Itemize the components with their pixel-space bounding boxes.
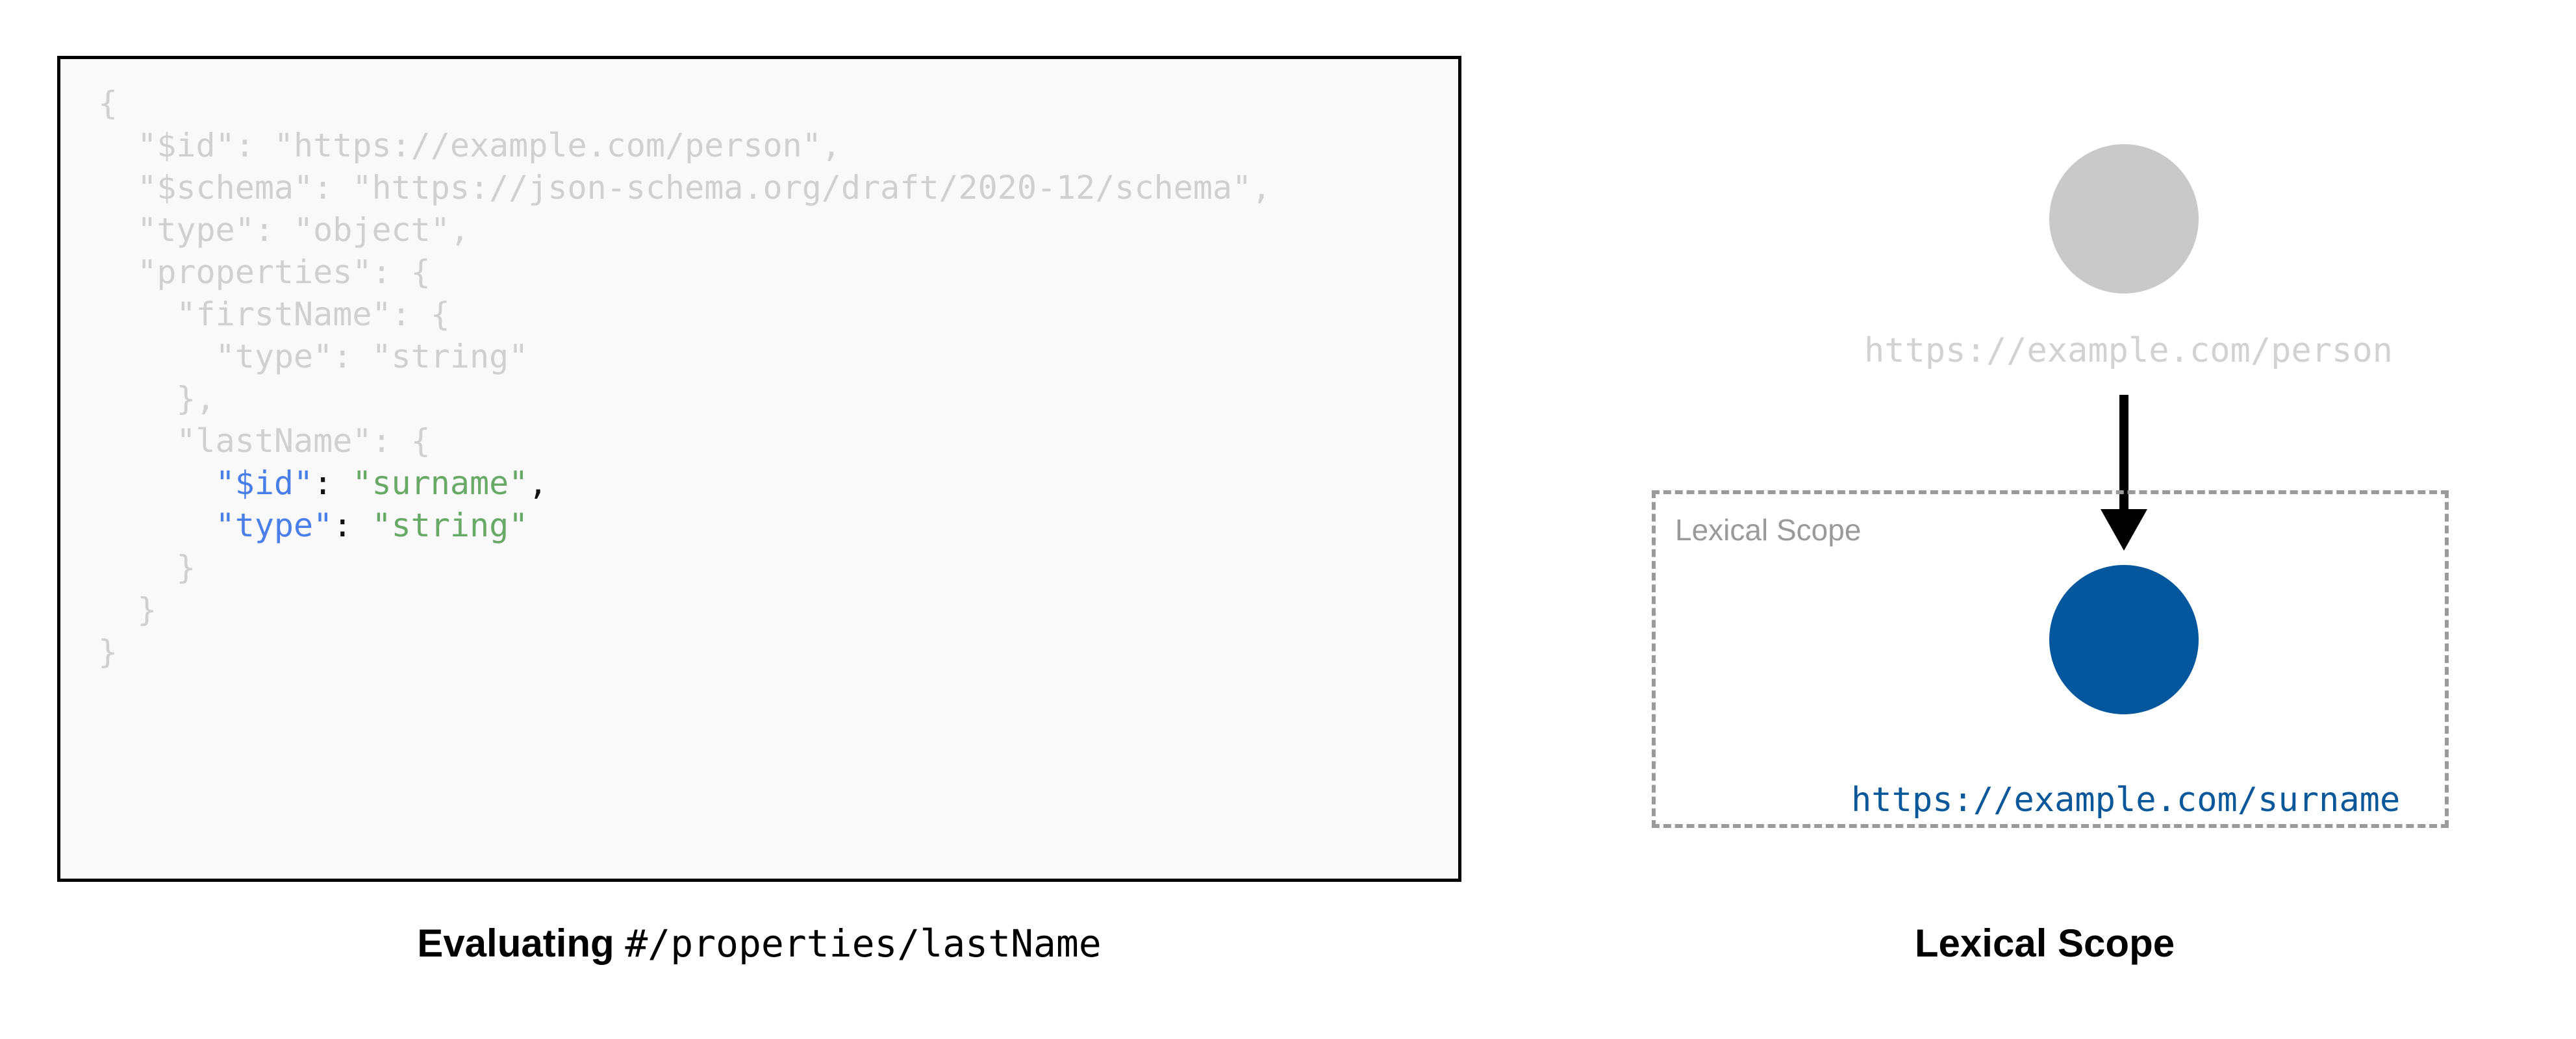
root-node-circle xyxy=(2049,144,2199,294)
lexical-scope-box: Lexical Scope xyxy=(1652,490,2449,828)
right-panel-caption: Lexical Scope xyxy=(1914,921,2175,965)
json-code-text: { "$id": "https://example.com/person", "… xyxy=(98,84,1272,671)
lexical-scope-diagram-panel: https://example.com/person Lexical Scope… xyxy=(1513,0,2576,1039)
scoped-node-label: https://example.com/surname xyxy=(1851,781,2401,820)
json-code-block: { "$id": "https://example.com/person", "… xyxy=(57,56,1461,882)
scoped-node-circle xyxy=(2049,565,2199,714)
caption-bold-label: Evaluating xyxy=(417,921,625,965)
arrow-down-icon xyxy=(2101,395,2147,551)
schema-code-panel: { "$id": "https://example.com/person", "… xyxy=(57,56,1461,966)
root-node-label: https://example.com/person xyxy=(1864,331,2393,370)
left-panel-caption: Evaluating #/properties/lastName xyxy=(57,921,1461,966)
lexical-scope-box-label: Lexical Scope xyxy=(1675,513,1862,547)
caption-pointer-label: #/properties/lastName xyxy=(625,921,1102,966)
